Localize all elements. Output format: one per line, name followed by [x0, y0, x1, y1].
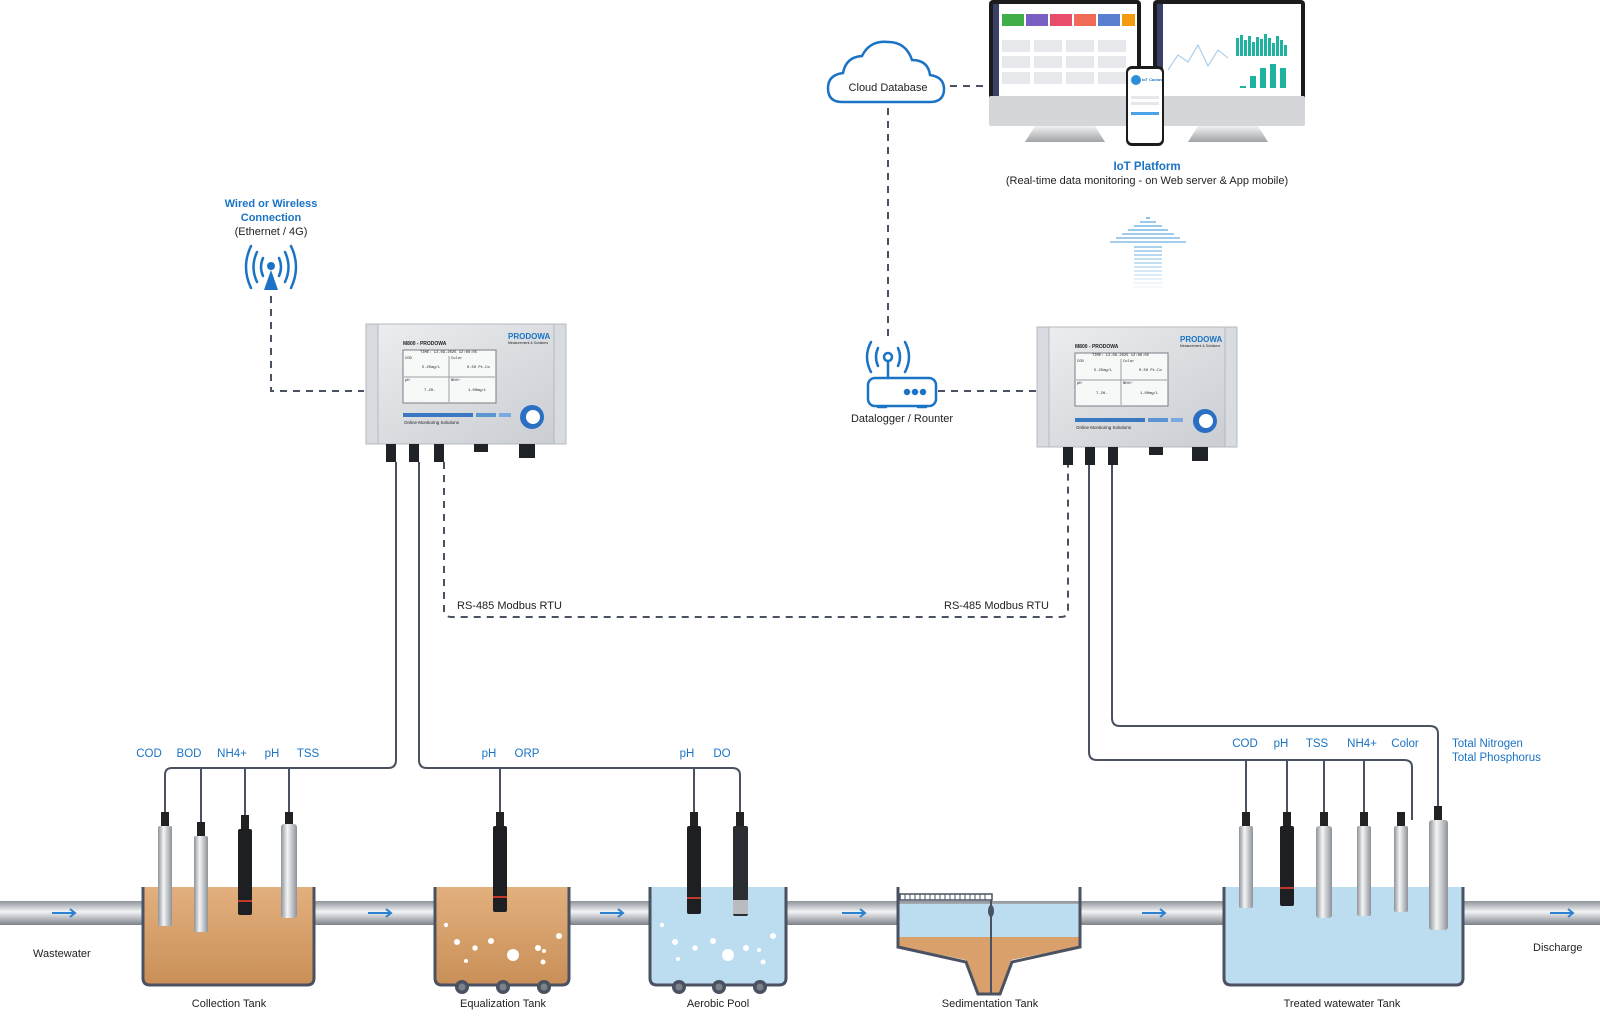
- rs485-bus: [443, 462, 1069, 618]
- desktop-monitor-left: [989, 0, 1141, 142]
- sensor-label-nh4: NH4+: [217, 748, 247, 760]
- controller-right-reading-value: 1.00mg/L: [1140, 392, 1159, 396]
- flow-arrow-icon: [368, 908, 393, 918]
- sensor-label-total-phosphorus: Total Phosphorus: [1452, 752, 1541, 764]
- sensor-probe-ph-eq: [493, 812, 507, 912]
- treated-tank: [1222, 887, 1465, 987]
- tank-label-aerobic: Aerobic Pool: [686, 998, 750, 1010]
- controller-left-reading-value: 5.25mg/L: [422, 366, 441, 370]
- phone-app-name: IoT Cactus: [1142, 77, 1163, 82]
- sensor-cables: [164, 462, 1439, 832]
- mobile-phone: [1126, 66, 1164, 146]
- controller-left: [365, 323, 567, 462]
- controller-right-reading-name: NH4+: [1123, 382, 1133, 386]
- sensor-label-ph-eq: pH: [481, 748, 497, 760]
- controller-right-reading-value: 0.50 Pt-Co: [1139, 369, 1162, 373]
- controller-left-footer: Online Monitoring Solutions: [404, 420, 460, 425]
- equalization-tank: [433, 887, 571, 994]
- flow-arrow-icon: [1550, 908, 1575, 918]
- tank-label-collection: Collection Tank: [191, 998, 267, 1010]
- tank-label-sedimentation: Sedimentation Tank: [941, 998, 1039, 1010]
- flow-arrow-icon: [842, 908, 867, 918]
- sedimentation-tank: [896, 887, 1082, 996]
- sensor-probe-ph: [281, 812, 297, 918]
- desktop-monitor-right: [1153, 0, 1305, 142]
- flow-arrow-icon: [52, 908, 77, 918]
- controller-right-screen-header: TIME: 12-09-2025 12:06:05: [1092, 354, 1149, 358]
- sensor-label-bod: BOD: [176, 748, 202, 760]
- sensor-label-orp: ORP: [514, 748, 540, 760]
- controller-left-brand: PRODOWA: [508, 332, 551, 341]
- collection-tank: [141, 887, 316, 987]
- controller-right-footer: Online Monitoring Solutions: [1076, 425, 1132, 430]
- controller-right-reading-name: pH: [1077, 382, 1082, 386]
- flow-arrow-icon: [600, 908, 625, 918]
- cloud-database-label: Cloud Database: [848, 82, 928, 94]
- sensor-label-color-t: Color: [1391, 738, 1419, 750]
- upload-arrow-icon: [1110, 217, 1186, 288]
- controller-left-reading-name: pH: [405, 379, 410, 383]
- iot-platform-title: IoT Platform: [1113, 161, 1181, 173]
- sensor-label-total-nitrogen: Total Nitrogen: [1452, 738, 1523, 750]
- controller-left-reading-value: 0.50 Pt-Co: [467, 366, 490, 370]
- tank-label-treated: Treated watewater Tank: [1283, 998, 1401, 1010]
- controller-left-reading-name: Color: [451, 357, 463, 361]
- controller-right-reading-value: 7.20-: [1096, 392, 1108, 396]
- controller-right-model: M800 - PRODOWA: [1075, 344, 1119, 350]
- iot-platform-subtitle: (Real-time data monitoring - on Web serv…: [1005, 175, 1289, 187]
- sensor-probe-color-t: [1394, 812, 1408, 912]
- controller-right-brand-sub: Measurement & Solutions: [1180, 344, 1221, 348]
- inlet-label: Wastewater: [33, 948, 91, 960]
- sensor-probe-do: [733, 812, 748, 916]
- sensor-label-cod: COD: [136, 748, 162, 760]
- sensor-label-do: DO: [713, 748, 731, 760]
- sensor-probe-nh4: [238, 815, 252, 915]
- sensor-label-ph-aero: pH: [679, 748, 695, 760]
- connection-title-line2: Connection: [240, 212, 302, 224]
- rs485-label-left: RS-485 Modbus RTU: [457, 600, 562, 612]
- controller-left-reading-name: COD: [405, 357, 412, 361]
- sensor-label-tss: TSS: [296, 748, 320, 760]
- tank-label-equalization: Equalization Tank: [459, 998, 547, 1010]
- controller-left-reading-value: 7.20-: [424, 389, 436, 393]
- sensor-label-ph-t: pH: [1273, 738, 1289, 750]
- sensor-label-cod-t: COD: [1232, 738, 1258, 750]
- sensor-probe-tntp-t: [1429, 806, 1448, 930]
- sensor-probe-ph-t: [1280, 812, 1294, 906]
- sensor-label-nh4-t: NH4+: [1347, 738, 1377, 750]
- controller-right-reading-value: 5.25mg/L: [1094, 369, 1113, 373]
- sensor-probes: [158, 806, 1448, 932]
- controller-left-reading-name: NH4+: [451, 379, 461, 383]
- sensor-probe-cod: [158, 812, 172, 926]
- controller-left-reading-value: 1.00mg/L: [468, 389, 487, 393]
- controller-left-model: M800 - PRODOWA: [403, 341, 447, 347]
- controller-left-brand-sub: Measurement & Solutions: [508, 341, 549, 345]
- flow-arrows: [52, 908, 1575, 918]
- connection-title-line1: Wired or Wireless: [224, 198, 318, 210]
- controller-right: [1036, 326, 1238, 465]
- aerobic-pool: [648, 887, 788, 994]
- connection-subtitle: (Ethernet / 4G): [234, 226, 308, 238]
- router-icon: [865, 340, 938, 409]
- sensor-label-tss-t: TSS: [1305, 738, 1329, 750]
- sensor-probe-bod: [194, 822, 208, 932]
- rs485-label-right: RS-485 Modbus RTU: [944, 600, 1049, 612]
- wireless-antenna-icon: [244, 244, 298, 290]
- network-links: [270, 85, 1069, 618]
- sensor-probe-cod-t: [1239, 812, 1253, 908]
- outlet-label: Discharge: [1533, 942, 1583, 954]
- router-label: Datalogger / Rounter: [850, 413, 954, 425]
- controller-right-reading-name: COD: [1077, 360, 1084, 364]
- wireless-link: [270, 296, 364, 392]
- controller-right-brand: PRODOWA: [1180, 335, 1223, 344]
- cloud-icon: [826, 40, 946, 104]
- sensor-probe-ph-aero: [687, 812, 701, 914]
- controller-right-reading-name: Color: [1123, 360, 1135, 364]
- controller-left-screen-header: TIME: 12-09-2025 12:06:05: [420, 351, 477, 355]
- sensor-probe-nh4-t: [1357, 812, 1371, 916]
- flow-arrow-icon: [1142, 908, 1167, 918]
- sensor-probe-tss-t: [1316, 812, 1332, 918]
- sensor-label-ph: pH: [264, 748, 280, 760]
